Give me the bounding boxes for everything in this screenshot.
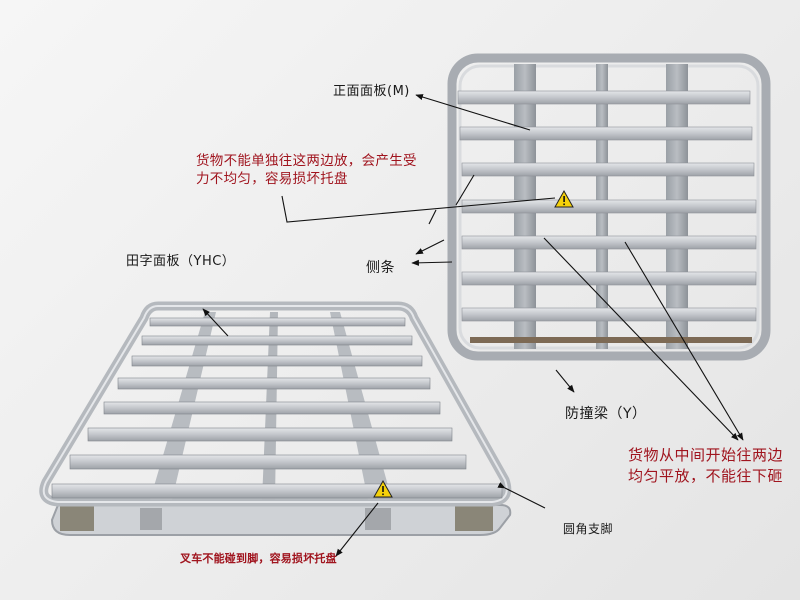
leader-lines: [202, 94, 744, 557]
edge-load-warning-line2: 力不均匀，容易损坏托盘: [196, 171, 348, 187]
edge-load-warning: 货物不能单独往这两边放，会产生受 力不均匀，容易损坏托盘: [196, 152, 417, 188]
front-panel-pallet: [447, 53, 771, 361]
center-load-warning: 货物从中间开始往两边 均匀平放，不能往下砸: [628, 445, 783, 487]
center-load-warning-line2: 均匀平放，不能往下砸: [628, 467, 784, 485]
warning-icon: [373, 479, 393, 498]
field-panel-label: 田字面板（YHC）: [126, 254, 236, 269]
warning-icon: [554, 189, 574, 208]
bumper-beam-label: 防撞梁（Y）: [565, 406, 647, 422]
center-load-warning-line1: 货物从中间开始往两边: [628, 446, 784, 464]
round-leg-label: 圆角支脚: [563, 522, 614, 536]
side-strip-label: 侧条: [366, 260, 395, 276]
front-panel-label: 正面面板(M): [333, 84, 410, 99]
field-panel-pallet: [39, 301, 512, 536]
edge-load-warning-line1: 货物不能单独往这两边放，会产生受: [196, 153, 417, 169]
forklift-warning: 叉车不能碰到脚，容易损坏托盘: [180, 552, 337, 565]
